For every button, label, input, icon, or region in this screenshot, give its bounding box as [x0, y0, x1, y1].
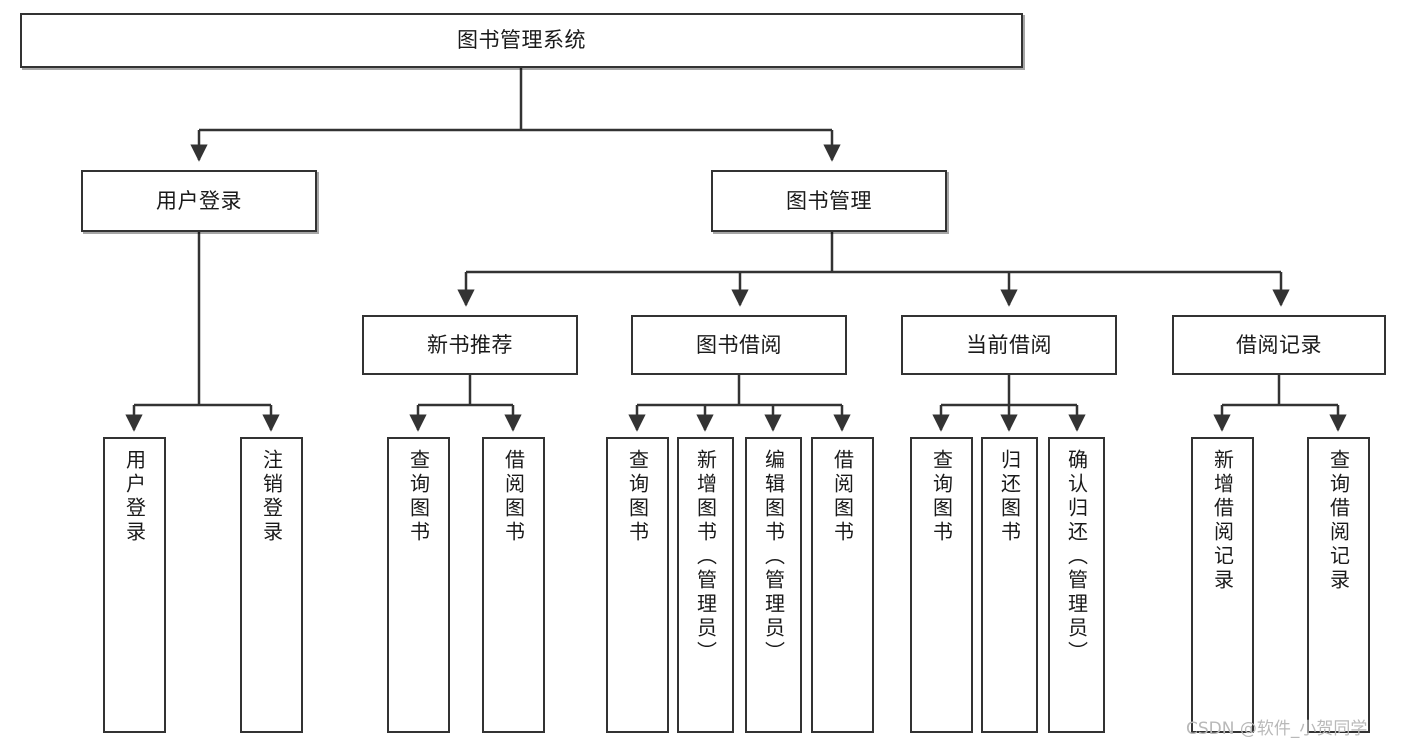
- node-leaf-add-record-label: 新增借阅记录: [1210, 449, 1235, 593]
- node-leaf-add-record[interactable]: 新增借阅记录: [1191, 437, 1254, 733]
- node-leaf-query-book-2[interactable]: 查询图书: [606, 437, 669, 733]
- node-leaf-add-book-label: 新增图书（管理员）: [693, 449, 718, 665]
- node-book-borrow-label: 图书借阅: [696, 332, 782, 357]
- node-leaf-add-book[interactable]: 新增图书（管理员）: [677, 437, 734, 733]
- node-user-login[interactable]: 用户登录: [81, 170, 317, 232]
- node-leaf-query-record[interactable]: 查询借阅记录: [1307, 437, 1370, 733]
- node-leaf-user-login-label: 用户登录: [122, 449, 147, 545]
- node-leaf-edit-book[interactable]: 编辑图书（管理员）: [745, 437, 802, 733]
- node-leaf-logout-login-label: 注销登录: [259, 449, 284, 545]
- node-current-borrow-label: 当前借阅: [966, 332, 1052, 357]
- node-new-book-recommend[interactable]: 新书推荐: [362, 315, 578, 375]
- node-leaf-query-record-label: 查询借阅记录: [1326, 449, 1351, 593]
- node-leaf-return-book[interactable]: 归还图书: [981, 437, 1038, 733]
- node-leaf-logout-login[interactable]: 注销登录: [240, 437, 303, 733]
- node-book-manage[interactable]: 图书管理: [711, 170, 947, 232]
- node-leaf-borrow-book-1[interactable]: 借阅图书: [482, 437, 545, 733]
- node-borrow-record[interactable]: 借阅记录: [1172, 315, 1386, 375]
- node-leaf-query-book-3-label: 查询图书: [929, 449, 954, 545]
- node-book-manage-label: 图书管理: [786, 188, 872, 213]
- node-leaf-return-book-label: 归还图书: [997, 449, 1022, 545]
- node-leaf-user-login[interactable]: 用户登录: [103, 437, 166, 733]
- node-leaf-edit-book-label: 编辑图书（管理员）: [761, 449, 786, 665]
- node-user-login-label: 用户登录: [156, 188, 242, 213]
- node-leaf-borrow-book-2-label: 借阅图书: [830, 449, 855, 545]
- node-leaf-query-book-1-label: 查询图书: [406, 449, 431, 545]
- node-leaf-borrow-book-2[interactable]: 借阅图书: [811, 437, 874, 733]
- csdn-watermark: CSDN @软件_小贺同学: [1186, 719, 1368, 739]
- node-book-borrow[interactable]: 图书借阅: [631, 315, 847, 375]
- node-root[interactable]: 图书管理系统: [20, 13, 1023, 68]
- node-new-book-recommend-label: 新书推荐: [427, 332, 513, 357]
- node-leaf-query-book-2-label: 查询图书: [625, 449, 650, 545]
- node-leaf-borrow-book-1-label: 借阅图书: [501, 449, 526, 545]
- node-leaf-confirm-return[interactable]: 确认归还（管理员）: [1048, 437, 1105, 733]
- node-current-borrow[interactable]: 当前借阅: [901, 315, 1117, 375]
- node-leaf-query-book-1[interactable]: 查询图书: [387, 437, 450, 733]
- node-borrow-record-label: 借阅记录: [1236, 332, 1322, 357]
- node-root-label: 图书管理系统: [457, 28, 586, 53]
- node-leaf-confirm-return-label: 确认归还（管理员）: [1064, 449, 1089, 665]
- node-leaf-query-book-3[interactable]: 查询图书: [910, 437, 973, 733]
